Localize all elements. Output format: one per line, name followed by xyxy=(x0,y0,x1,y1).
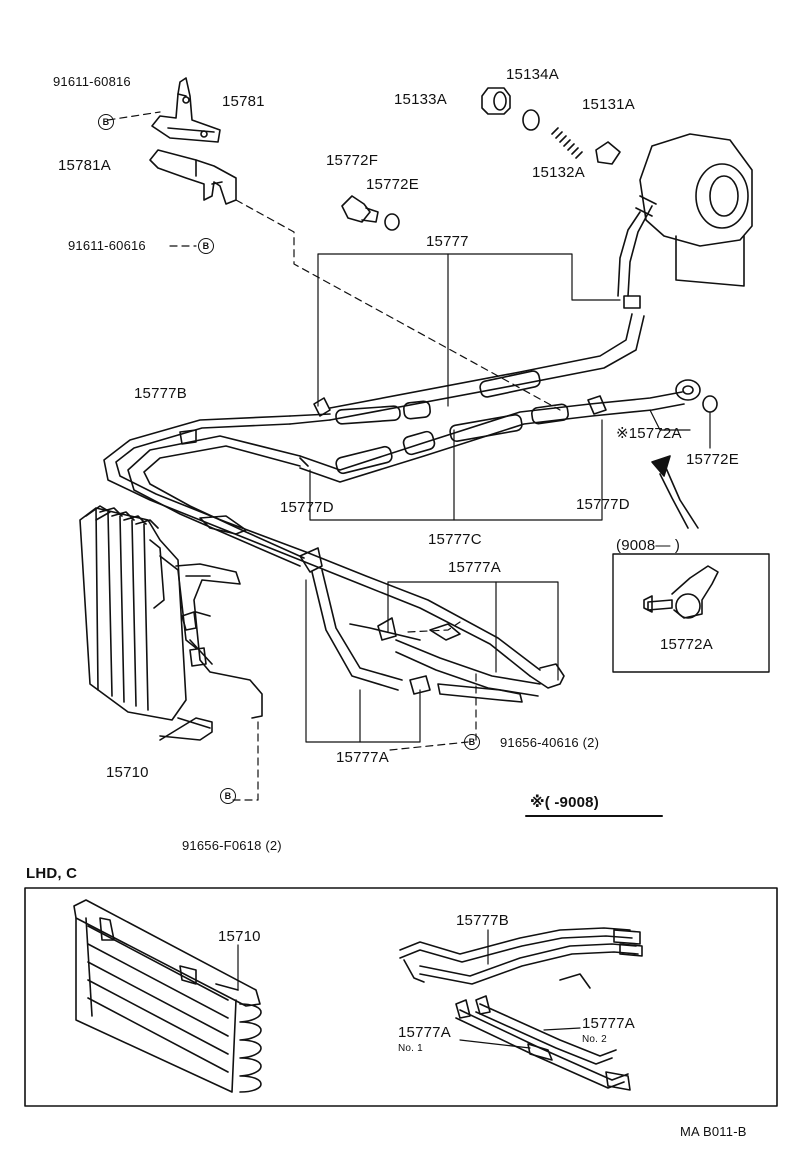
label-91656-40616: 91656-40616 (2) xyxy=(500,735,600,750)
label-15777A-upper: 15777A xyxy=(448,559,501,576)
plug-15133A xyxy=(481,87,511,115)
pump-housing xyxy=(617,133,753,297)
label-15781: 15781 xyxy=(222,93,265,110)
piston-15131A xyxy=(595,141,621,165)
label-15781A: 15781A xyxy=(58,157,111,174)
dashed-leaders xyxy=(107,111,561,801)
label-15772E-top: 15772E xyxy=(366,176,419,193)
pointer-arrow xyxy=(651,455,699,529)
lhd-label-15777A-no1: 15777A xyxy=(398,1024,451,1041)
lhd-leaders xyxy=(237,929,581,1049)
gasket-15772E-top xyxy=(384,213,400,231)
label-15134A: 15134A xyxy=(506,66,559,83)
label-15131A: 15131A xyxy=(582,96,635,113)
bolt-marker-icon: B xyxy=(98,114,114,131)
footnote-date-range: ※( -9008) xyxy=(530,794,599,811)
label-91611-60816: 91611-60816 xyxy=(53,74,131,89)
bracket-15781A xyxy=(149,149,237,205)
label-15777C: 15777C xyxy=(428,531,482,548)
bolt-marker-icon: B xyxy=(464,734,480,751)
spring-15132A xyxy=(551,127,583,159)
label-15772A-star: ※15772A xyxy=(616,425,682,442)
label-15133A: 15133A xyxy=(394,91,447,108)
oil-cooler-15710 xyxy=(79,505,263,741)
callout-15777D-15777C xyxy=(309,419,603,521)
bolt-marker-icon: B xyxy=(198,238,214,255)
lhd-label-15777A-no2: 15777A xyxy=(582,1015,635,1032)
inset-date-range: (9008— ) xyxy=(616,537,681,554)
label-15132A: 15132A xyxy=(532,164,585,181)
bolt-marker-icon: B xyxy=(220,788,236,805)
lhd-label-15710: 15710 xyxy=(218,928,261,945)
lhd-pipes-15777A xyxy=(455,995,631,1091)
label-15777: 15777 xyxy=(426,233,469,250)
inset-part-15772A: 15772A xyxy=(660,636,713,653)
union-bolt-15772F xyxy=(341,195,379,223)
label-15777D-right: 15777D xyxy=(576,496,630,513)
label-15710: 15710 xyxy=(106,764,149,781)
label-15772E-right: 15772E xyxy=(686,451,739,468)
lhd-label-15777B: 15777B xyxy=(456,912,509,929)
lhd-oil-cooler xyxy=(73,899,262,1093)
bracket-15781 xyxy=(151,77,221,143)
lhd-pipes-15777B xyxy=(399,927,643,989)
lhd-frame xyxy=(24,887,778,1107)
gasket-15134A xyxy=(522,109,540,131)
lhd-section-title: LHD, C xyxy=(26,865,78,882)
label-15777B: 15777B xyxy=(134,385,187,402)
label-15777A-lower: 15777A xyxy=(336,749,389,766)
callout-15777A-lower xyxy=(305,579,421,743)
label-15777D-left: 15777D xyxy=(280,499,334,516)
pipe-assembly xyxy=(103,295,718,703)
callout-15777 xyxy=(317,253,621,407)
label-15772F: 15772F xyxy=(326,152,379,169)
drawing-code: MA B011-B xyxy=(680,1124,747,1139)
label-91611-60616: 91611-60616 xyxy=(68,238,146,253)
callout-15772A xyxy=(649,409,691,431)
inset-box xyxy=(612,553,770,673)
lhd-label-no1: No. 1 xyxy=(398,1043,423,1054)
lhd-label-no2: No. 2 xyxy=(582,1034,607,1045)
label-91656-F0618: 91656-F0618 (2) xyxy=(182,838,282,853)
callout-15777A-upper xyxy=(387,581,559,681)
